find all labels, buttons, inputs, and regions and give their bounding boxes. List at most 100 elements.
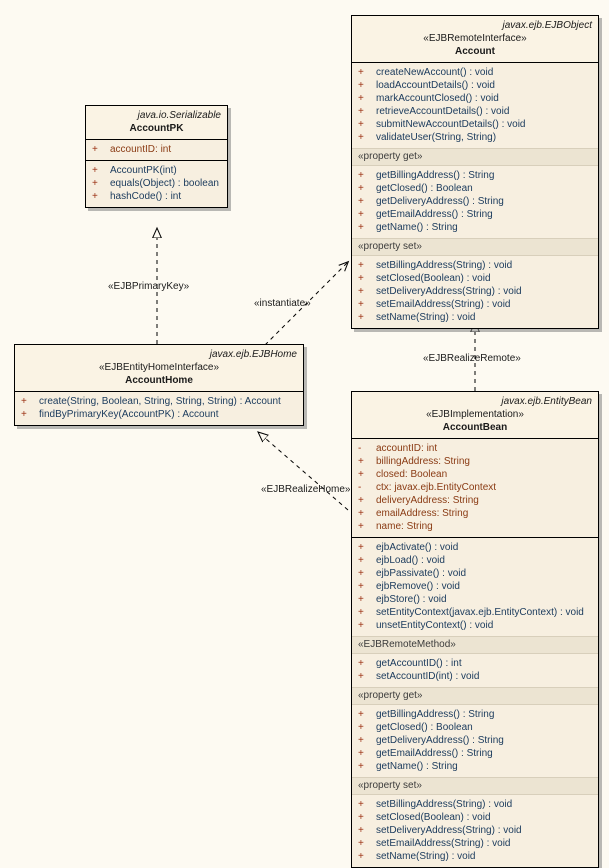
operation-signature: getEmailAddress() : String [376, 209, 493, 220]
visibility-marker: + [358, 812, 364, 823]
operation-signature: getDeliveryAddress() : String [376, 196, 504, 207]
operation-signature: ejbLoad() : void [376, 555, 445, 566]
attribute-row: + emailAddress: String [352, 507, 598, 520]
operation-row: + setEntityContext(javax.ejb.EntityConte… [352, 606, 598, 619]
operation-row: + getBillingAddress() : String [352, 169, 598, 182]
attribute-row: + billingAddress: String [352, 455, 598, 468]
operation-signature: setDeliveryAddress(String) : void [376, 825, 522, 836]
attribute-signature: emailAddress: String [376, 508, 469, 519]
operation-signature: loadAccountDetails() : void [376, 80, 495, 91]
visibility-marker: + [358, 119, 364, 130]
visibility-marker: + [92, 178, 98, 189]
property-set-list: + setBillingAddress(String) : void + set… [352, 795, 598, 867]
operation-row: + ejbStore() : void [352, 593, 598, 606]
visibility-marker: + [358, 67, 364, 78]
operation-row: + AccountPK(int) [86, 164, 227, 177]
operation-row: + getDeliveryAddress() : String [352, 195, 598, 208]
operation-row: + setEmailAddress(String) : void [352, 837, 598, 850]
visibility-marker: + [358, 851, 364, 862]
operation-row: + getClosed() : Boolean [352, 182, 598, 195]
class-account-pk[interactable]: java.io.Serializable AccountPK + account… [85, 105, 228, 208]
attribute-row: + closed: Boolean [352, 468, 598, 481]
visibility-marker: + [358, 825, 364, 836]
operation-row: + ejbLoad() : void [352, 554, 598, 567]
attributes-compartment: + accountID: int [86, 140, 227, 161]
class-account-home[interactable]: javax.ejb.EJBHome «EJBEntityHomeInterfac… [14, 344, 304, 426]
class-header-account: javax.ejb.EJBObject «EJBRemoteInterface»… [352, 16, 598, 63]
connector-ejb-realize-home [258, 432, 349, 511]
operation-signature: getName() : String [376, 222, 458, 233]
operation-signature: createNewAccount() : void [376, 67, 494, 78]
visibility-marker: + [358, 286, 364, 297]
operation-row: + setBillingAddress(String) : void [352, 798, 598, 811]
class-account[interactable]: javax.ejb.EJBObject «EJBRemoteInterface»… [351, 15, 599, 329]
operation-row: + validateUser(String, String) [352, 131, 598, 144]
visibility-marker: + [358, 594, 364, 605]
operation-row: + ejbRemove() : void [352, 580, 598, 593]
operation-signature: submitNewAccountDetails() : void [376, 119, 526, 130]
group-header-property-set: «property set» [352, 777, 598, 795]
visibility-marker: + [358, 469, 364, 480]
visibility-marker: + [358, 521, 364, 532]
visibility-marker: + [358, 542, 364, 553]
operation-signature: create(String, Boolean, String, String, … [39, 396, 281, 407]
operation-signature: setEmailAddress(String) : void [376, 299, 511, 310]
operations-compartment: + AccountPK(int) + equals(Object) : bool… [86, 161, 227, 207]
attribute-row: - accountID: int [352, 442, 598, 455]
visibility-marker: + [358, 735, 364, 746]
operation-signature: setName(String) : void [376, 851, 476, 862]
visibility-marker: + [21, 396, 27, 407]
group-header-property-set: «property set» [352, 238, 598, 256]
visibility-marker: + [358, 273, 364, 284]
visibility-marker: + [358, 80, 364, 91]
operation-row: + createNewAccount() : void [352, 66, 598, 79]
property-get-list: + getBillingAddress() : String + getClos… [352, 166, 598, 238]
operation-signature: equals(Object) : boolean [110, 178, 219, 189]
class-stereotype: «EJBEntityHomeInterface» [98, 362, 220, 373]
operation-row: + setDeliveryAddress(String) : void [352, 824, 598, 837]
visibility-marker: - [358, 443, 362, 454]
visibility-marker: + [358, 799, 364, 810]
operation-signature: AccountPK(int) [110, 165, 177, 176]
operation-signature: setName(String) : void [376, 312, 476, 323]
property-get-list: + getBillingAddress() : String + getClos… [352, 705, 598, 777]
group-header-property-get: «property get» [352, 687, 598, 705]
operation-signature: setEmailAddress(String) : void [376, 838, 511, 849]
operation-signature: ejbPassivate() : void [376, 568, 467, 579]
attribute-signature: accountID: int [376, 443, 438, 454]
operation-row: + ejbActivate() : void [352, 541, 598, 554]
operations-compartment: + ejbActivate() : void + ejbLoad() : voi… [352, 538, 598, 867]
visibility-marker: + [358, 722, 364, 733]
visibility-marker: + [358, 299, 364, 310]
operation-signature: setClosed(Boolean) : void [376, 273, 491, 284]
visibility-marker: + [92, 165, 98, 176]
class-header-account-pk: java.io.Serializable AccountPK [86, 106, 227, 140]
operation-signature: setClosed(Boolean) : void [376, 812, 491, 823]
visibility-marker: + [21, 409, 27, 420]
attribute-signature: accountID: int [110, 144, 172, 155]
operation-row: + getClosed() : Boolean [352, 721, 598, 734]
class-qualifier: javax.ejb.EJBObject [502, 20, 593, 31]
operation-row: + setClosed(Boolean) : void [352, 272, 598, 285]
operation-row: + hashCode() : int [86, 190, 227, 203]
connector-label-ejb-realize-remote: «EJBRealizeRemote» [423, 353, 521, 364]
attribute-signature: ctx: javax.ejb.EntityContext [376, 482, 497, 493]
visibility-marker: + [358, 607, 364, 618]
class-account-bean[interactable]: javax.ejb.EntityBean «EJBImplementation»… [351, 391, 599, 868]
visibility-marker: + [358, 222, 364, 233]
operation-signature: setBillingAddress(String) : void [376, 260, 513, 271]
operation-signature: setDeliveryAddress(String) : void [376, 286, 522, 297]
visibility-marker: + [358, 568, 364, 579]
property-set-list: + setBillingAddress(String) : void + set… [352, 256, 598, 328]
visibility-marker: + [358, 671, 364, 682]
group-header-ejb-remote-method: «EJBRemoteMethod» [352, 636, 598, 654]
class-qualifier: javax.ejb.EntityBean [501, 396, 592, 407]
operation-row: + findByPrimaryKey(AccountPK) : Account [15, 408, 303, 421]
group-header-property-get: «property get» [352, 148, 598, 166]
visibility-marker: - [358, 482, 362, 493]
operation-signature: setAccountID(int) : void [376, 671, 480, 682]
attribute-row: + deliveryAddress: String [352, 494, 598, 507]
operation-row: + unsetEntityContext() : void [352, 619, 598, 632]
visibility-marker: + [358, 209, 364, 220]
operation-signature: getClosed() : Boolean [376, 722, 473, 733]
